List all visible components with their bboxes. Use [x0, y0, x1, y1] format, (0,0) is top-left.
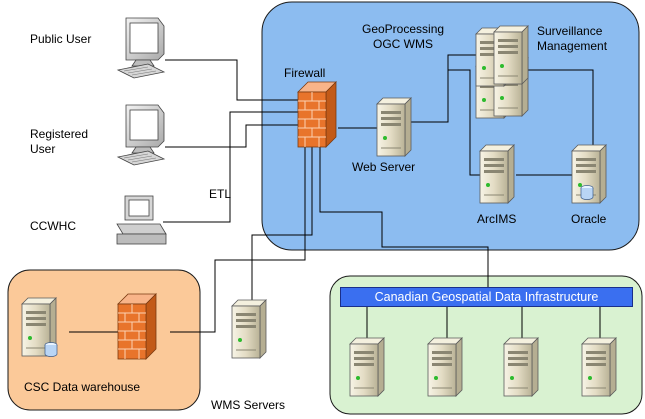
cgdi-server-icon: [427, 337, 463, 397]
csc-firewall-icon: [117, 293, 157, 360]
oracle-label: Oracle: [571, 212, 607, 226]
oracle-database-icon: [580, 185, 594, 200]
registered-user-label: Registered User: [30, 127, 89, 156]
web-server-label: Web Server: [352, 160, 416, 174]
connection-lines: [69, 54, 601, 340]
csc-database-icon: [44, 342, 58, 357]
cgdi-zone: [329, 275, 643, 415]
cgdi-title-bar: Canadian Geospatial Data Infrastructure: [340, 287, 633, 307]
cgdi-server-icon: [349, 337, 385, 397]
wms-servers-label: WMS Servers: [211, 398, 286, 412]
firewall-label: Firewall: [284, 66, 326, 80]
cgdi-server-icon: [581, 337, 617, 397]
public-user-computer-icon: [117, 17, 165, 79]
ccwhc-label: CCWHC: [30, 219, 76, 233]
wms-server-icon: [231, 299, 267, 359]
geoprocessing-label: GeoProcessing OGC WMS: [362, 22, 445, 51]
ccwhc-workstation-icon: [116, 195, 167, 245]
csc-data-warehouse-label: CSC Data warehouse: [24, 380, 141, 394]
etl-label: ETL: [209, 187, 232, 201]
surveillance-label: Surveillance Management: [537, 24, 608, 53]
internal-network-zone: [261, 1, 640, 251]
cgdi-server-icon: [503, 337, 539, 397]
firewall-icon: [297, 81, 337, 148]
geoprocessing-server-stack-icon: [475, 25, 529, 119]
web-server-icon: [376, 97, 412, 157]
arcims-server-icon: [479, 144, 515, 204]
arcims-label: ArcIMS: [477, 212, 517, 226]
public-user-label: Public User: [30, 32, 92, 46]
registered-user-computer-icon: [117, 104, 165, 166]
